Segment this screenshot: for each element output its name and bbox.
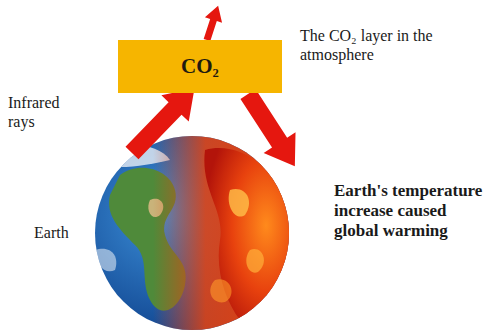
outgoing-arrow xyxy=(198,3,226,43)
earth-label: Earth xyxy=(34,223,94,242)
infrared-arrows xyxy=(118,3,310,176)
layer-label: The CO₂ layer in the atmosphere xyxy=(300,26,440,64)
node-text: CO₂ xyxy=(181,54,219,79)
co2-layer-box: CO₂ xyxy=(118,40,282,93)
effect-label: Earth's temperature increase caused glob… xyxy=(334,181,494,241)
reflected-arrow xyxy=(232,84,311,177)
arrow-label: Infrared rays xyxy=(8,93,78,131)
earth-globe xyxy=(90,130,300,335)
